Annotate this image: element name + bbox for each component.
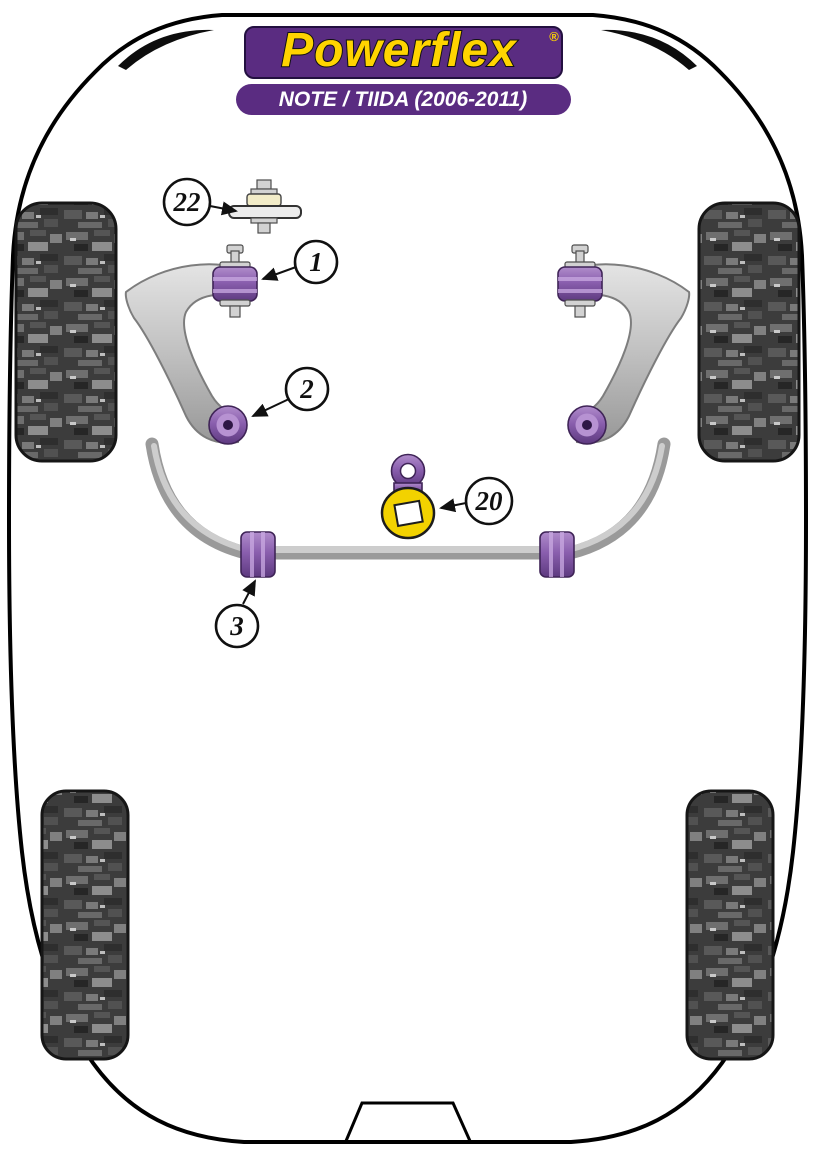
callout-1-number: 1 [309,247,323,277]
brand-header: Powerflex ® NOTE / TIIDA (2006-2011) [236,23,571,115]
callout-22[interactable]: 22 [162,177,238,227]
arb-bush-right [539,531,575,578]
engine-mount [380,453,436,540]
callout-2[interactable]: 2 [251,366,330,417]
tire-rear-right [685,789,775,1061]
logo-background [244,26,563,79]
arb-bush-left [240,531,276,578]
headlight-left [118,29,214,70]
callout-20[interactable]: 20 [439,476,514,526]
registered-mark: ® [549,29,559,44]
rear-bumper-notch [344,1101,472,1142]
tire-front-right [697,201,801,463]
vehicle-subtitle: NOTE / TIIDA (2006-2011) [279,88,528,111]
subtitle-background [236,84,571,115]
anti-roll-bar-highlight [151,443,665,553]
headlight-right [601,29,697,70]
tire-rear-left [40,789,130,1061]
callout-20-number: 20 [475,486,504,516]
callout-3[interactable]: 3 [214,579,260,649]
tire-front-left [14,201,118,463]
powerflex-logo: Powerflex [281,24,518,77]
callout-2-number: 2 [299,374,314,404]
callout-22-number: 22 [173,187,201,217]
callout-3-number: 3 [229,611,244,641]
callout-1[interactable]: 1 [261,239,339,285]
